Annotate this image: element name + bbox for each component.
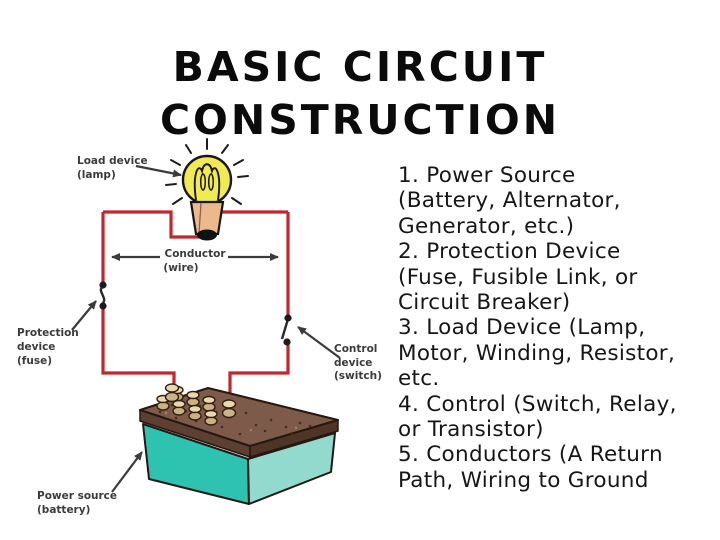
list-item-control: 4. Control (Switch, Relay, or Transistor… [398,391,677,443]
lamp-filament [193,163,221,201]
wire-top-left [103,210,211,239]
battery-cell-caps [156,383,237,426]
circuit-wires [101,210,290,404]
control-device-label: Control device (switch) [334,343,382,382]
battery-cap [186,390,200,407]
wire-left-lower [101,306,176,391]
control-device-arrow [297,326,341,359]
wire-right-lower [228,341,290,404]
protection-device-label: Protection device (fuse) [17,327,79,367]
conductor-label: Conductor [164,248,226,260]
lamp-base [189,200,225,236]
slide-title: BASIC CIRCUIT CONSTRUCTION [159,43,561,144]
power-source-arrow [111,451,143,493]
switch-symbol [280,314,292,346]
power-source-label: Power source (battery) [37,490,118,516]
battery-cap [172,399,186,416]
list-item-protection-device: 2. Protection Device (Fuse, Fusible Link… [398,239,638,316]
load-device-arrow [135,164,182,178]
load-device-label: Load device (lamp) [77,155,148,181]
lamp-bulb [165,138,249,241]
conductor-wire-label: (wire) [163,262,199,274]
annotation-arrows [71,164,341,493]
battery-cap [188,404,202,421]
component-list: 1. Power Source (Battery, Alternator, Ge… [398,163,720,493]
battery [139,383,339,505]
battery-terminal-right [221,399,237,419]
list-item-power-source: 1. Power Source (Battery, Alternator, Ge… [398,163,621,239]
battery-cap [202,395,216,412]
lamp-base-tip [197,229,217,241]
list-item-conductors: 5. Conductors (A Return Path, Wiring to … [398,442,663,493]
lamp-rays [165,138,249,205]
fuse-symbol [99,281,107,310]
protection-device-arrow [71,300,97,331]
battery-side-face [247,432,336,505]
battery-terminal-left [164,383,180,403]
list-item-load-device: 3. Load Device (Lamp, Motor, Winding, Re… [398,315,676,392]
lamp-glass [181,154,233,206]
battery-cap [204,409,218,426]
